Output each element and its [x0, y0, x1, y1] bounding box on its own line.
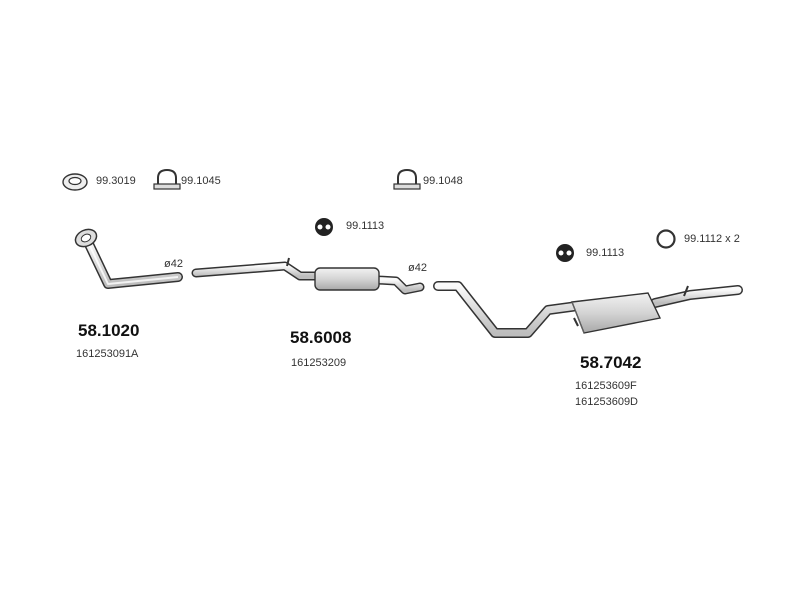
rubber-mount-icon	[315, 218, 333, 236]
oem-number: 161253609D	[575, 396, 639, 408]
part-number: 58.1020	[78, 321, 140, 340]
accessory-code: 99.1112 x 2	[684, 233, 740, 245]
accessory-code: 99.1113	[586, 247, 625, 259]
part-number: 58.6008	[290, 328, 352, 347]
front-pipe-58-1020	[74, 228, 183, 289]
flange-gasket-icon	[62, 173, 88, 191]
oem-number: 161253209	[291, 357, 347, 369]
pipe-diameter: ø42	[408, 262, 427, 274]
ring-hanger-icon	[656, 229, 676, 249]
oem-number: 161253091A	[76, 348, 139, 360]
middle-silencer-58-6008	[191, 257, 425, 295]
accessory-code: 99.3019	[96, 175, 136, 187]
rubber-mount-icon	[556, 244, 574, 262]
u-clamp-icon	[153, 168, 181, 190]
accessory-code: 99.1113	[346, 220, 385, 232]
rear-silencer-58-7042	[433, 281, 743, 338]
oem-number: 161253609F	[575, 380, 637, 392]
pipe-diameter: ø42	[164, 258, 183, 270]
accessory-code: 99.1048	[423, 175, 463, 187]
u-clamp-icon	[393, 168, 421, 190]
part-number: 58.7042	[580, 353, 642, 372]
accessory-code: 99.1045	[181, 175, 221, 187]
